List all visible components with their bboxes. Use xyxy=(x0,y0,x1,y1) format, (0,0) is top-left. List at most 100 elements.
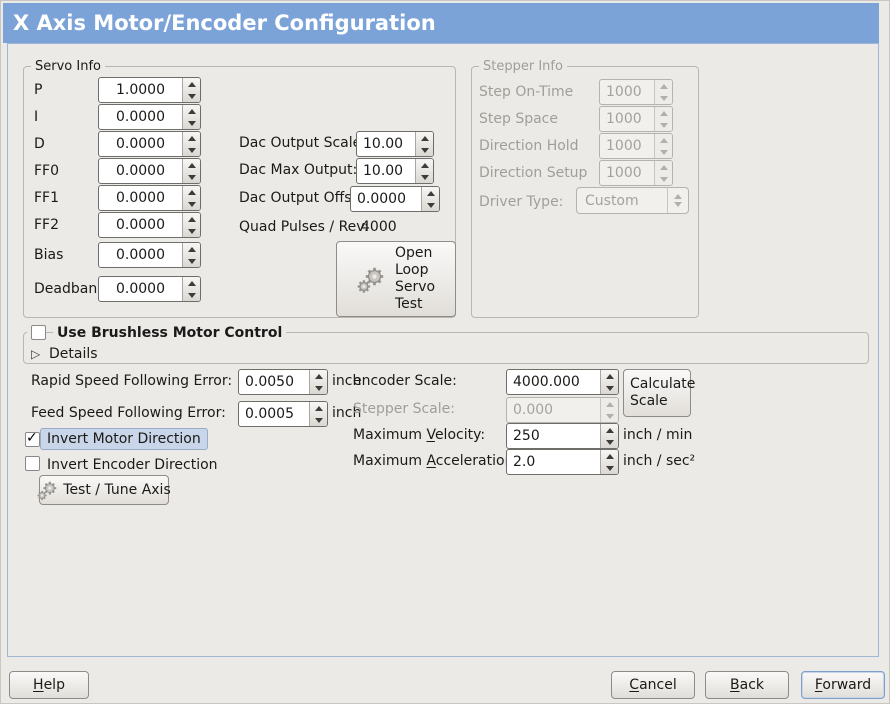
spin-down-icon[interactable] xyxy=(183,144,200,156)
spin-down-icon[interactable] xyxy=(183,225,200,237)
deadband-spinbox[interactable]: 0.0000 xyxy=(98,276,201,302)
test-tune-axis-button[interactable]: Test / Tune Axis xyxy=(37,475,171,505)
spin-buttons[interactable] xyxy=(182,186,200,210)
spin-up-icon[interactable] xyxy=(183,186,200,198)
use-brushless-checkbox[interactable]: ✓ xyxy=(31,325,46,340)
spin-buttons[interactable] xyxy=(182,78,200,102)
max-velocity-value[interactable]: 250 xyxy=(513,428,540,444)
spin-buttons[interactable] xyxy=(182,132,200,156)
invert-encoder-checkbox[interactable]: ✓ xyxy=(25,456,40,471)
spin-buttons[interactable] xyxy=(600,450,618,474)
dac-output-offset-spinbox[interactable]: 0.0000 xyxy=(350,186,440,212)
stepper-info-frame-label: Stepper Info xyxy=(479,59,567,74)
spin-up-icon[interactable] xyxy=(183,132,200,144)
spin-down-icon[interactable] xyxy=(310,414,327,426)
dac-output-scale-spinbox[interactable]: 10.00 xyxy=(356,131,434,157)
spin-down-icon[interactable] xyxy=(416,144,433,156)
dac-max-output-value[interactable]: 10.00 xyxy=(363,163,404,179)
spin-buttons[interactable] xyxy=(309,370,327,394)
open-loop-servo-test-button[interactable]: Open Loop Servo Test xyxy=(336,241,456,317)
spin-up-icon[interactable] xyxy=(422,187,439,199)
rapid-following-error-spinbox[interactable]: 0.0050 xyxy=(238,369,328,395)
spin-down-icon[interactable] xyxy=(183,171,200,183)
spin-up-icon[interactable] xyxy=(183,105,200,117)
i-value[interactable]: 0.0000 xyxy=(116,109,165,125)
p-spinbox[interactable]: 1.0000 xyxy=(98,77,201,103)
dac-output-scale-value[interactable]: 10.00 xyxy=(363,136,404,152)
max-acceleration-value[interactable]: 2.0 xyxy=(513,454,536,470)
calculate-scale-button[interactable]: Calculate Scale xyxy=(623,369,695,417)
i-spinbox[interactable]: 0.0000 xyxy=(98,104,201,130)
invert-motor-checkbox[interactable]: ✓ xyxy=(25,430,40,447)
ff1-spinbox[interactable]: 0.0000 xyxy=(98,185,201,211)
spin-buttons[interactable] xyxy=(182,243,200,267)
spin-down-icon[interactable] xyxy=(601,436,618,448)
d-spinbox[interactable]: 0.0000 xyxy=(98,131,201,157)
feed-following-error-spinbox[interactable]: 0.0005 xyxy=(238,401,328,427)
spin-up-icon[interactable] xyxy=(183,78,200,90)
bias-spinbox[interactable]: 0.0000 xyxy=(98,242,201,268)
back-button-label: Back xyxy=(730,677,764,693)
spin-buttons[interactable] xyxy=(309,402,327,426)
spin-up-icon[interactable] xyxy=(416,132,433,144)
spin-up-icon[interactable] xyxy=(310,370,327,382)
spin-down-icon[interactable] xyxy=(183,198,200,210)
encoder-scale-spinbox[interactable]: 4000.000 xyxy=(506,369,619,395)
expander-arrow-icon[interactable]: ▷ xyxy=(31,347,41,361)
spin-down-icon[interactable] xyxy=(183,90,200,102)
ff0-value[interactable]: 0.0000 xyxy=(116,163,165,179)
spin-buttons[interactable] xyxy=(182,213,200,237)
invert-motor-label[interactable]: Invert Motor Direction xyxy=(40,428,208,450)
spin-buttons[interactable] xyxy=(600,370,618,394)
max-acceleration-spinbox[interactable]: 2.0 xyxy=(506,449,619,475)
spin-up-icon[interactable] xyxy=(416,159,433,171)
spin-down-icon[interactable] xyxy=(422,199,439,211)
spin-down-icon[interactable] xyxy=(310,382,327,394)
forward-button[interactable]: Forward xyxy=(801,671,885,699)
spin-up-icon[interactable] xyxy=(310,402,327,414)
spin-buttons[interactable] xyxy=(415,132,433,156)
ff0-spinbox[interactable]: 0.0000 xyxy=(98,158,201,184)
spin-up-icon[interactable] xyxy=(601,450,618,462)
p-value[interactable]: 1.0000 xyxy=(116,82,165,98)
spin-up-icon[interactable] xyxy=(601,370,618,382)
bias-value[interactable]: 0.0000 xyxy=(116,247,165,263)
spin-buttons[interactable] xyxy=(600,424,618,448)
ff2-value[interactable]: 0.0000 xyxy=(116,217,165,233)
spin-up-icon[interactable] xyxy=(183,243,200,255)
spin-down-icon[interactable] xyxy=(183,289,200,301)
step-space-value: 1000 xyxy=(606,111,642,127)
dac-max-output-spinbox[interactable]: 10.00 xyxy=(356,158,434,184)
cancel-button[interactable]: Cancel xyxy=(611,671,695,699)
feed-following-error-value[interactable]: 0.0005 xyxy=(245,406,294,422)
dac-output-offset-value[interactable]: 0.0000 xyxy=(357,191,406,207)
spin-buttons[interactable] xyxy=(182,277,200,301)
d-value[interactable]: 0.0000 xyxy=(116,136,165,152)
ff1-value[interactable]: 0.0000 xyxy=(116,190,165,206)
spin-buttons[interactable] xyxy=(182,105,200,129)
invert-encoder-label[interactable]: Invert Encoder Direction xyxy=(47,457,218,473)
rapid-following-error-value[interactable]: 0.0050 xyxy=(245,374,294,390)
spin-up-icon[interactable] xyxy=(183,277,200,289)
deadband-value[interactable]: 0.0000 xyxy=(116,281,165,297)
spin-buttons[interactable] xyxy=(182,159,200,183)
use-brushless-label[interactable]: Use Brushless Motor Control xyxy=(53,325,287,341)
dac-max-output-label: Dac Max Output: xyxy=(239,162,358,178)
spin-up-icon[interactable] xyxy=(183,159,200,171)
ff2-spinbox[interactable]: 0.0000 xyxy=(98,212,201,238)
encoder-scale-value[interactable]: 4000.000 xyxy=(513,374,580,390)
spin-up-icon[interactable] xyxy=(601,424,618,436)
spin-down-icon[interactable] xyxy=(601,382,618,394)
help-button[interactable]: Help xyxy=(9,671,89,699)
back-button[interactable]: Back xyxy=(705,671,789,699)
spin-up-icon[interactable] xyxy=(183,213,200,225)
max-velocity-spinbox[interactable]: 250 xyxy=(506,423,619,449)
spin-down-icon[interactable] xyxy=(183,117,200,129)
spin-buttons[interactable] xyxy=(421,187,439,211)
spin-down-icon[interactable] xyxy=(416,171,433,183)
spin-buttons[interactable] xyxy=(415,159,433,183)
spin-down-icon[interactable] xyxy=(601,462,618,474)
spin-down-icon[interactable] xyxy=(183,255,200,267)
details-expander[interactable]: Details xyxy=(49,346,98,362)
